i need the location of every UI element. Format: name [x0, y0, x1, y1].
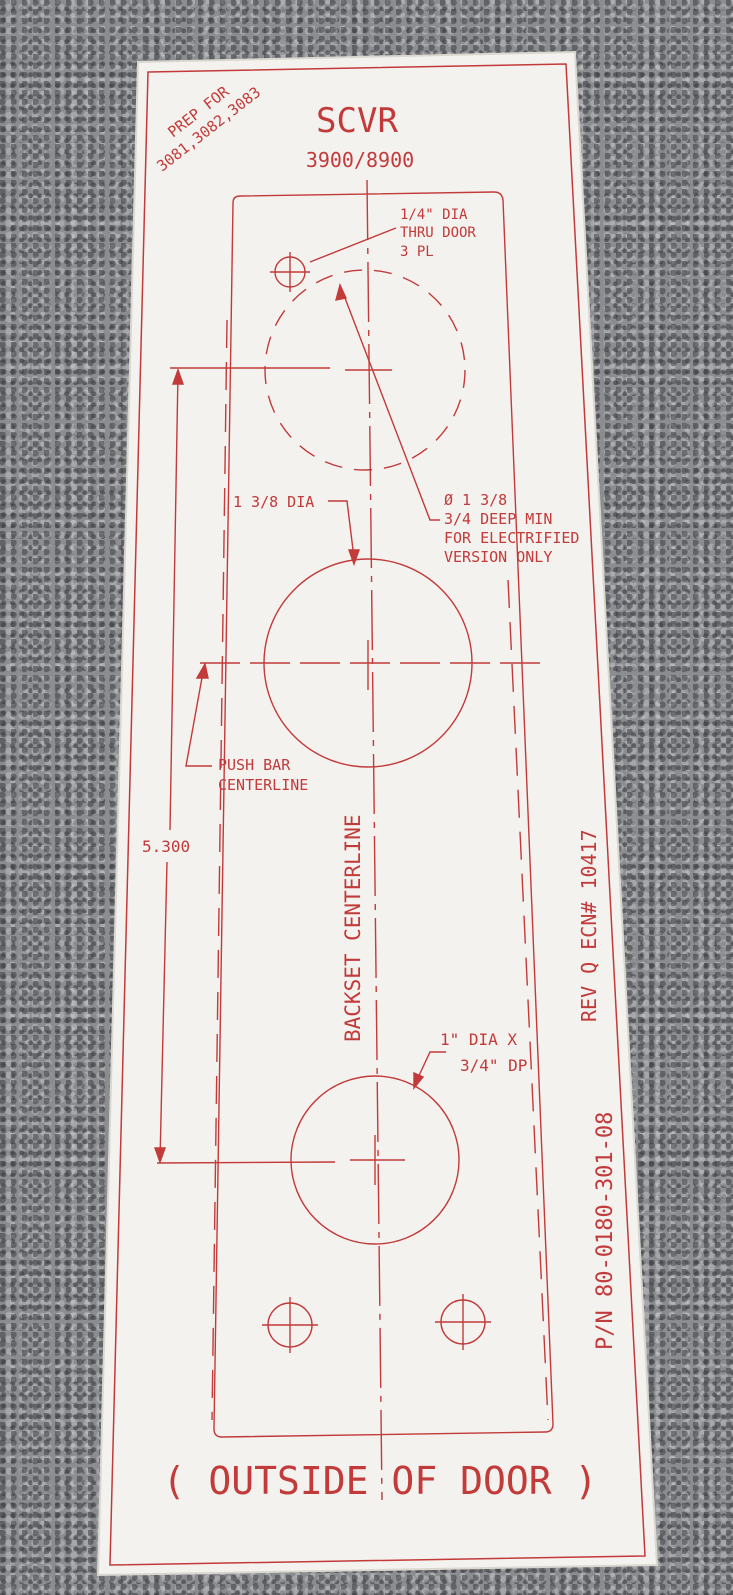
dia138-leader: [328, 500, 355, 559]
electrified-leader: [339, 284, 440, 521]
right-guide-line: [507, 579, 549, 1421]
sheet-border: [109, 63, 646, 1566]
backset-centerline: [366, 179, 383, 1501]
part-number: P/N 80-0180-301-08: [593, 1112, 618, 1350]
note-quarter-3: 3 PL: [400, 244, 434, 260]
frame-outline: [213, 191, 554, 1438]
revision-label: REV Q ECN# 10417: [577, 829, 601, 1022]
dim-line-lower: [159, 861, 168, 1161]
paper-sheet: [96, 50, 659, 1577]
electrified-circle: [264, 269, 466, 471]
note-quarter-1: 1/4" DIA: [400, 207, 468, 223]
note-pushbar-1: PUSH BAR: [218, 756, 291, 774]
title: SCVR: [316, 101, 398, 141]
note-elec-2: 3/4 DEEP MIN: [444, 510, 552, 528]
quarter-leader: [309, 227, 397, 263]
pushbar-leader: [185, 671, 212, 767]
left-guide-line: [211, 319, 228, 1421]
note-elec-3: FOR ELECTRIFIED: [444, 529, 579, 547]
note-dia-138: 1 3/8 DIA: [233, 493, 314, 511]
footer-outside-of-door: ( OUTSIDE OF DOOR ): [163, 1459, 598, 1503]
note-pushbar-2: CENTERLINE: [218, 776, 308, 794]
dimension-value: 5.300: [142, 837, 190, 856]
note-one-dia-1: 1" DIA X: [440, 1030, 517, 1049]
one-inch-leader: [415, 1051, 446, 1083]
backset-centerline-label: BACKSET CENTERLINE: [341, 814, 365, 1042]
note-one-dia-2: 3/4" DP: [460, 1056, 527, 1075]
note-elec-4: VERSION ONLY: [444, 548, 552, 566]
one-inch-circle: [290, 1075, 460, 1245]
note-quarter-2: THRU DOOR: [400, 225, 476, 241]
model-number: 3900/8900: [306, 148, 414, 172]
dim-bottom-extension: [156, 1161, 336, 1164]
dim-line-upper: [169, 371, 179, 831]
note-elec-1: Ø 1 3/8: [444, 491, 507, 509]
